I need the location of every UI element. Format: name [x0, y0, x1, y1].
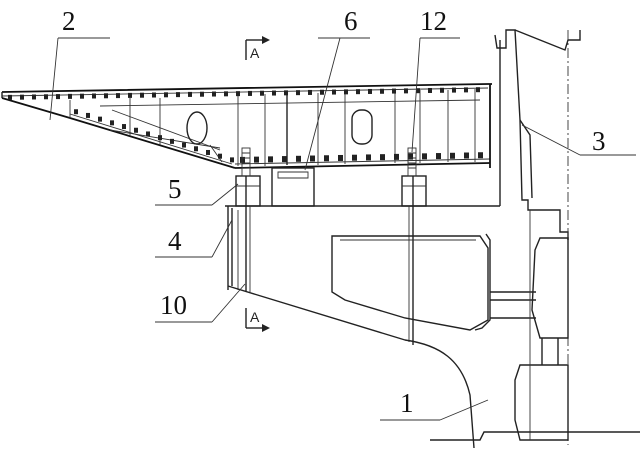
section-mark-bottom: A [245, 308, 270, 332]
flange-rib [104, 93, 108, 99]
flange-rib [422, 153, 427, 160]
flange-rib [268, 156, 273, 163]
flange-rib [324, 155, 329, 162]
flange-rib [428, 87, 432, 93]
bottom-flange-ribs [74, 109, 483, 163]
flange-rib [164, 92, 168, 98]
flange-rib [122, 124, 126, 130]
callout-4: 4 [168, 226, 182, 256]
flange-rib [158, 135, 162, 141]
flange-rib [92, 93, 96, 99]
flange-rib [284, 90, 288, 96]
flange-rib [32, 94, 36, 100]
flange-rib [416, 88, 420, 94]
flange-rib [440, 87, 444, 93]
flange-rib [128, 92, 132, 98]
flange-rib [356, 89, 360, 95]
flange-rib [116, 93, 120, 99]
main-column [430, 29, 640, 445]
flange-rib [146, 131, 150, 137]
flange-rib [230, 157, 234, 163]
callout-10: 10 [160, 290, 187, 320]
flange-rib [392, 88, 396, 94]
callout-labels: 2 6 12 3 5 4 10 1 [62, 6, 606, 418]
flange-rib [338, 154, 343, 161]
flange-rib [352, 154, 357, 161]
flange-rib [218, 153, 222, 159]
flange-rib [296, 155, 301, 162]
flange-rib [408, 153, 413, 160]
flange-rib [450, 152, 455, 159]
callout-12: 12 [420, 6, 447, 36]
flange-rib [248, 90, 252, 96]
flange-rib [366, 154, 371, 161]
top-flange-ribs [8, 87, 480, 100]
flange-rib [206, 149, 210, 155]
flange-rib [296, 90, 300, 96]
flange-rib [476, 87, 480, 93]
flange-rib [140, 92, 144, 98]
flange-rib [394, 153, 399, 160]
flange-rib [282, 156, 287, 163]
pier-body [225, 40, 501, 449]
flange-rib [188, 91, 192, 97]
flange-rib [80, 93, 84, 99]
flange-rib [44, 94, 48, 100]
flange-rib [260, 90, 264, 96]
flange-rib [134, 127, 138, 133]
flange-rib [56, 94, 60, 100]
flange-rib [194, 146, 198, 152]
flange-rib [344, 89, 348, 95]
flange-rib [8, 94, 12, 100]
flange-rib [212, 91, 216, 97]
flange-rib [272, 90, 276, 96]
flange-rib [332, 89, 336, 95]
section-mark-top: A [245, 36, 270, 61]
flange-rib [436, 153, 441, 160]
flange-rib [478, 152, 483, 159]
flange-rib [464, 152, 469, 159]
flange-rib [86, 112, 90, 118]
flange-rib [380, 154, 385, 161]
flange-rib [176, 92, 180, 98]
flange-rib [224, 91, 228, 97]
flange-rib [240, 156, 245, 163]
flange-rib [170, 138, 174, 144]
flange-rib [152, 92, 156, 98]
flange-rib [404, 88, 408, 94]
flange-rib [368, 88, 372, 94]
section-label-bottom: A [250, 309, 260, 325]
flange-rib [236, 91, 240, 97]
callout-6: 6 [344, 6, 358, 36]
deck-girder [1, 83, 492, 169]
flange-rib [200, 91, 204, 97]
callout-2: 2 [62, 6, 76, 36]
flange-rib [74, 109, 78, 115]
flange-rib [110, 120, 114, 126]
flange-rib [310, 155, 315, 162]
flange-rib [320, 89, 324, 95]
callout-3: 3 [592, 126, 606, 156]
flange-rib [308, 89, 312, 95]
flange-rib [452, 87, 456, 93]
section-label-top: A [250, 45, 260, 61]
flange-rib [380, 88, 384, 94]
flange-rib [254, 156, 259, 163]
flange-rib [182, 142, 186, 148]
flange-rib [98, 116, 102, 122]
callout-1: 1 [400, 388, 414, 418]
callout-5: 5 [168, 174, 182, 204]
flange-rib [20, 94, 24, 100]
flange-rib [464, 87, 468, 93]
hollow-block [331, 235, 489, 331]
leader-lines [49, 37, 636, 421]
flange-rib [68, 93, 72, 99]
